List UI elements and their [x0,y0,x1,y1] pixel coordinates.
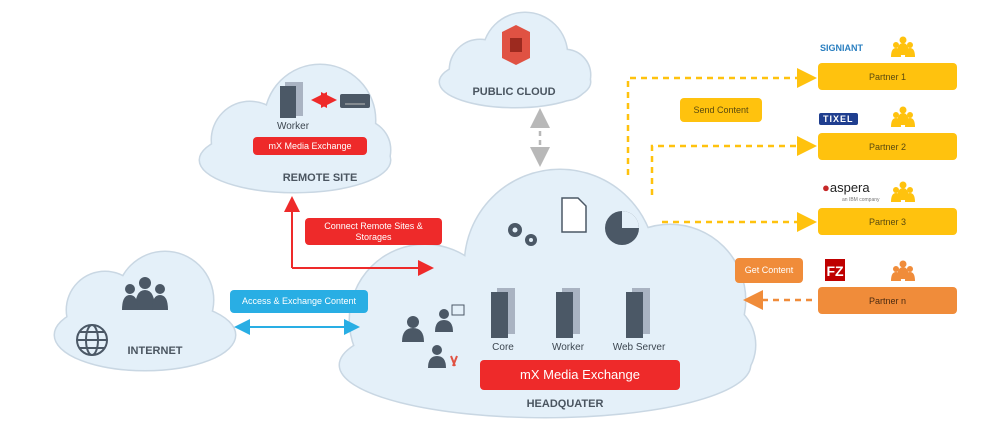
core-caption: Core [492,342,514,353]
connect-remote-label: Connect Remote Sites & Storages [305,218,442,245]
partner-1-people-icon [891,36,915,57]
hq-media-exchange-label: mX Media Exchange [480,360,680,390]
signiant-logo: SIGNIANT [820,43,864,53]
aws-s3-icon [502,25,530,65]
public-cloud-title: PUBLIC CLOUD [472,86,556,98]
core-server-icon [491,288,515,338]
send-content-label: Send Content [680,98,762,122]
remote-site-title: REMOTE SITE [282,172,358,184]
web-server-icon [626,288,650,338]
aspera-logo: ●aspera [822,180,870,195]
partner-2-box: Partner 2 [818,133,957,160]
partner-n-box: Partner n [818,287,957,314]
remote-server-icon [280,82,303,118]
svg-text:FZ: FZ [826,263,844,279]
partner-3-people-icon [891,181,915,202]
pie-chart-icon [605,211,639,245]
partner-n-people-icon [891,260,915,281]
users-icon [402,304,465,368]
remote-worker-caption: Worker [276,121,310,132]
globe-icon [76,324,108,356]
partner-1-box: Partner 1 [818,63,957,90]
aspera-logo-subtitle: an IBM company [842,197,880,203]
people-group-icon [122,277,168,310]
partner-2-people-icon [891,106,915,127]
aspera-logo-text: aspera [829,180,870,195]
send-arrow-2 [650,136,817,195]
get-content-label: Get Content [735,258,803,283]
worker-caption: Worker [551,342,585,353]
web-server-caption: Web Server [612,342,666,353]
tixel-logo: TIXEL [819,113,858,125]
partner-3-box: Partner 3 [818,208,957,235]
remote-media-exchange-label: mX Media Exchange [253,137,367,155]
gears-icon [508,223,537,246]
internet-title: INTERNET [127,345,183,357]
access-exchange-label: Access & Exchange Content [230,290,368,313]
headquarter-title: HEADQUATER [526,398,604,410]
storage-drive-icon [340,94,370,108]
send-arrow-1 [626,68,817,175]
worker-server-icon [556,288,580,338]
partner-people-icons [891,36,915,281]
filezilla-logo: FZ [825,259,845,281]
document-icon [561,197,587,233]
